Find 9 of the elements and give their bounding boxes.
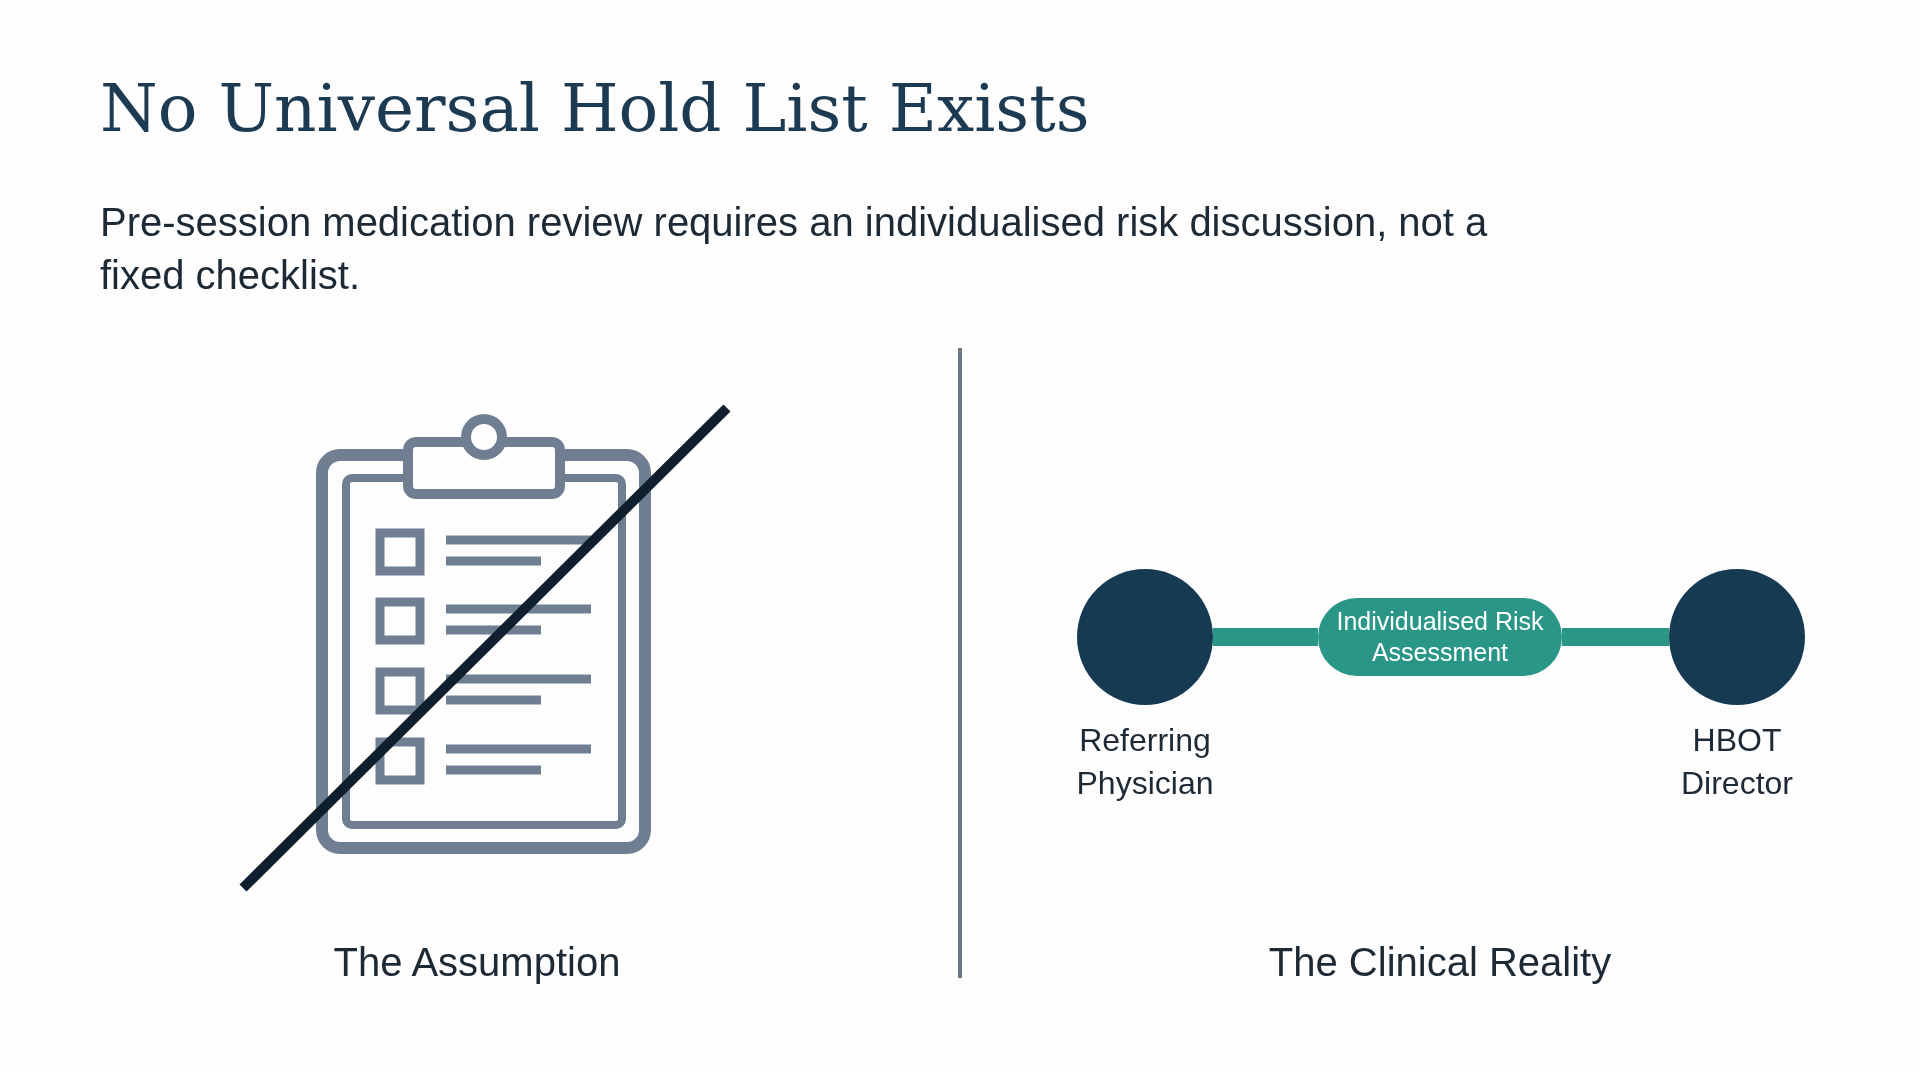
title: No Universal Hold List Exists xyxy=(100,70,1090,147)
panel-heading: The Clinical Reality xyxy=(1267,940,1613,985)
connector-bar xyxy=(1562,628,1669,646)
process-pill: Individualised Risk Assessment xyxy=(1318,598,1562,676)
connector-bar xyxy=(1213,628,1318,646)
subtitle: Pre-session medication review requires an individualised risk discussion, not a fixed checklist. xyxy=(100,199,1489,299)
panel-heading: The Assumption xyxy=(332,940,622,985)
node-caption: HBOT Director xyxy=(1680,721,1794,803)
node-caption: Referring Physician xyxy=(1075,721,1215,803)
